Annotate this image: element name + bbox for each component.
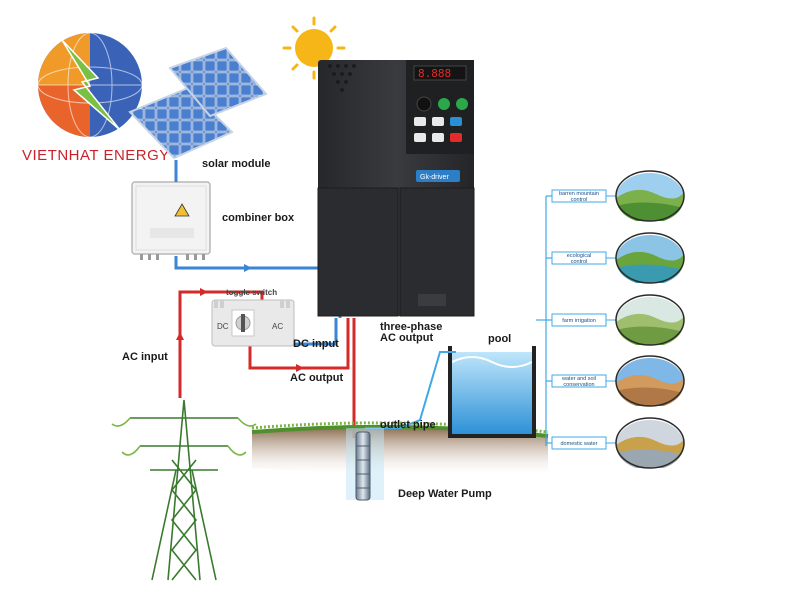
three-phase-label-1: three-phase xyxy=(380,321,442,333)
pool-tank xyxy=(448,346,536,438)
ac-input-label: AC input xyxy=(122,351,168,363)
inverter: 8.888 Gk-driver xyxy=(317,60,475,317)
application-photo-frame xyxy=(615,417,685,469)
application-photo-frame xyxy=(615,170,685,222)
toggle-switch-label: toggle switch xyxy=(226,288,277,297)
application-photo xyxy=(616,420,684,468)
application-photo xyxy=(616,297,684,345)
application-label: barren mountain xyxy=(559,191,599,197)
application-label: control xyxy=(571,259,588,265)
outlet-pipe xyxy=(365,351,456,429)
toggle-switch xyxy=(211,299,295,347)
combiner-box xyxy=(131,181,211,260)
switch-dc-label: DC xyxy=(217,322,229,331)
switch-ac-label: AC xyxy=(272,322,283,331)
application-label: ecological xyxy=(567,253,591,259)
application-photo-frame xyxy=(615,232,685,284)
pool-label: pool xyxy=(488,333,511,345)
combiner-box-label: combiner box xyxy=(222,212,295,224)
application-label: farm irrigation xyxy=(562,318,596,324)
svg-text:8.888: 8.888 xyxy=(418,67,451,80)
deep-water-pump xyxy=(346,428,384,501)
vent-grille xyxy=(328,64,356,92)
inverter-brand-label: Gk-driver xyxy=(420,174,449,181)
application-photo-frame xyxy=(615,355,685,407)
application-photo xyxy=(616,235,684,283)
solar-module-label: solar module xyxy=(202,158,270,170)
application-label: conservation xyxy=(563,382,594,388)
deep-water-pump-label: Deep Water Pump xyxy=(398,488,492,500)
application-connector xyxy=(536,196,547,446)
dc-input-label: DC input xyxy=(293,338,339,350)
outlet-pipe-label: outlet pipe xyxy=(380,419,436,431)
application-label: domestic water xyxy=(561,441,598,447)
application-list: barren mountaincontrolecologicalcontrolf… xyxy=(546,170,685,469)
lightning-icon xyxy=(61,39,121,131)
application-label: water and soil xyxy=(561,376,596,382)
brand-name: VIETNHAT ENERGY xyxy=(22,147,170,164)
application-photo-frame xyxy=(615,294,685,346)
power-tower-icon xyxy=(111,399,257,581)
application-photo xyxy=(616,358,684,406)
warning-icon xyxy=(174,203,190,217)
brand-logo xyxy=(37,32,143,138)
three-phase-label-2: AC output xyxy=(380,332,433,344)
solar-panels xyxy=(128,46,268,160)
application-label: control xyxy=(571,197,588,203)
ac-output-label: AC output xyxy=(290,372,343,384)
application-photo xyxy=(616,173,684,221)
